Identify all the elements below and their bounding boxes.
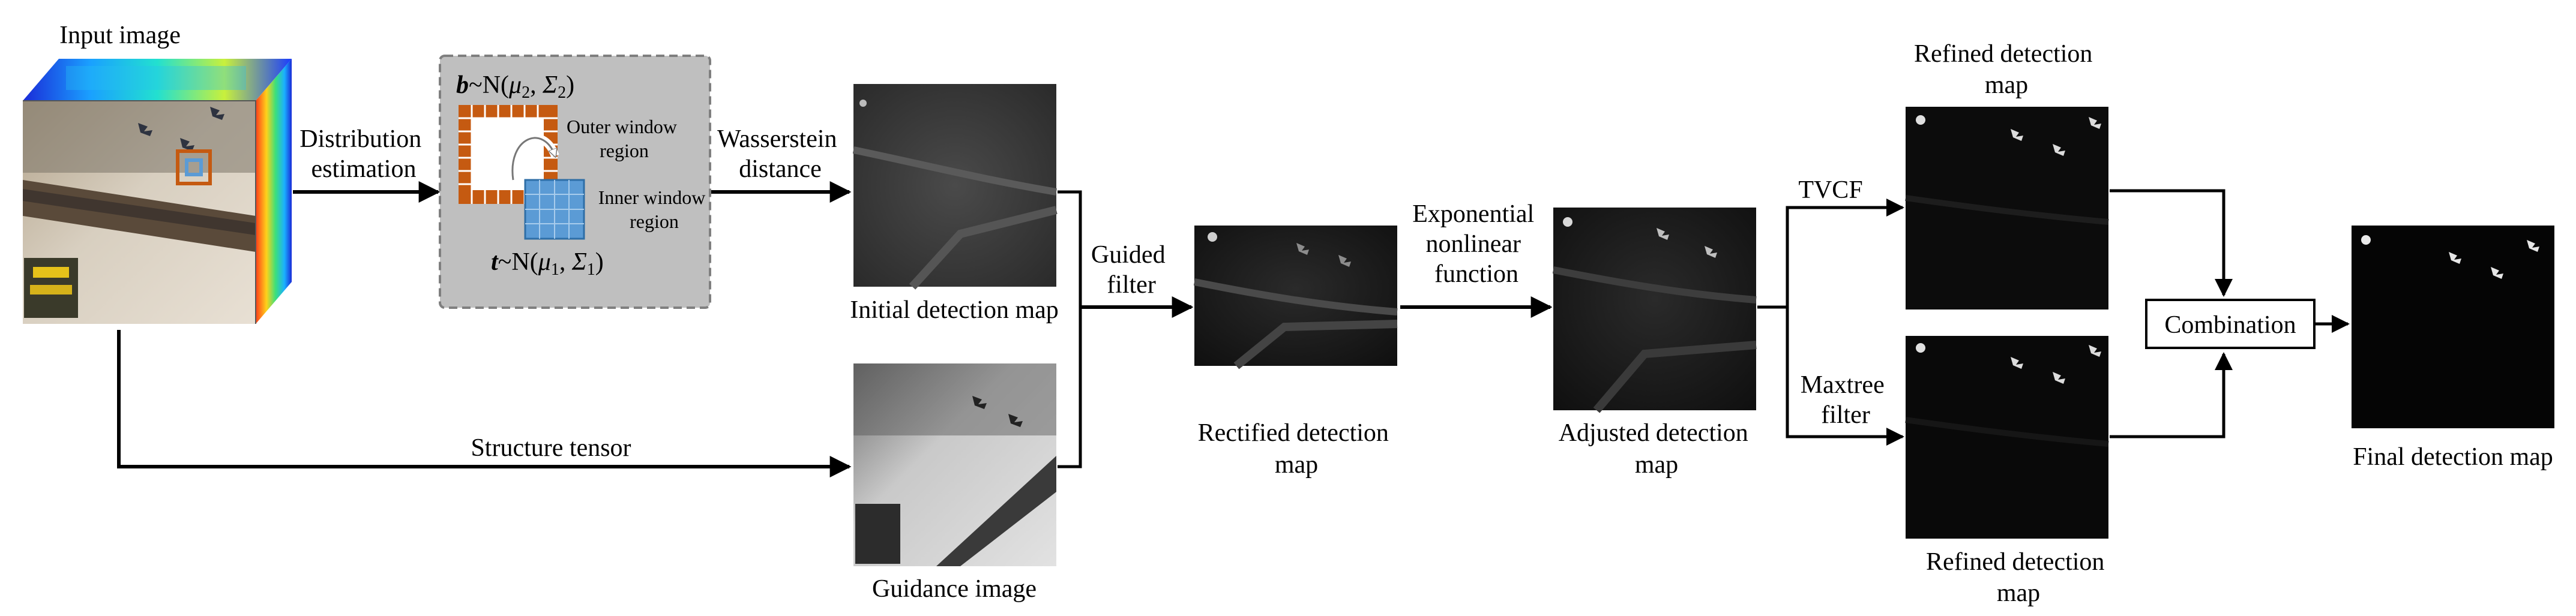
combination-box (2145, 299, 2316, 349)
background-distribution-formula: b~N(μ2, Σ2) (456, 71, 574, 102)
final-detection-map-image (2352, 226, 2554, 428)
wasserstein-distance-label: Wasserstein distance (717, 125, 843, 183)
maxtree-filter-label: Maxtree filter (1801, 371, 1891, 429)
guidance-image-label: Guidance image (872, 575, 1037, 603)
connector-initial (1058, 190, 1082, 468)
combination-label: Combination (2164, 311, 2296, 339)
guidance-image (853, 363, 1056, 566)
structure-tensor-label: Structure tensor (471, 434, 631, 462)
adjusted-detection-map-label: Adjusted detection map (1559, 419, 1755, 479)
arrow-structure-tensor (117, 330, 852, 477)
target-distribution-formula: t~N(μ1, Σ1) (491, 248, 604, 279)
refined-detection-map-bottom-image (1905, 336, 2109, 539)
hyperspectral-cube-icon (23, 59, 292, 324)
refined-detection-map-top-label: Refined detection map (1914, 40, 2099, 99)
adjusted-detection-map-image (1552, 208, 1757, 413)
inner-window (524, 179, 585, 240)
guided-filter-label: Guided filter (1091, 241, 1172, 299)
initial-detection-map-image (852, 84, 1058, 290)
local-window-panel: Outer window region Inner window region … (439, 55, 711, 309)
distribution-estimation-label: Distribution estimation (299, 125, 428, 183)
input-image-label: Input image (59, 22, 181, 49)
rectified-detection-map-image (1193, 226, 1398, 369)
arrow-tvcf (1786, 199, 1904, 307)
tvcf-label: TVCF (1798, 176, 1862, 204)
refined-detection-map-top-image (1905, 107, 2109, 309)
initial-detection-map-label: Initial detection map (850, 296, 1059, 324)
arrow-top-to-combination (2110, 189, 2233, 297)
final-detection-map-label: Final detection map (2353, 443, 2553, 471)
arrow-bottom-to-combination (2110, 352, 2233, 438)
inner-window-region-label: Inner window region (598, 187, 711, 232)
arrow-maxtree (1786, 307, 1904, 446)
refined-detection-map-bottom-label: Refined detection map (1926, 548, 2111, 607)
exponential-nonlinear-function-label: Exponential nonlinear function (1412, 200, 1540, 288)
rectified-detection-map-label: Rectified detection map (1198, 419, 1395, 479)
outer-window-region-label: Outer window region (567, 116, 682, 161)
